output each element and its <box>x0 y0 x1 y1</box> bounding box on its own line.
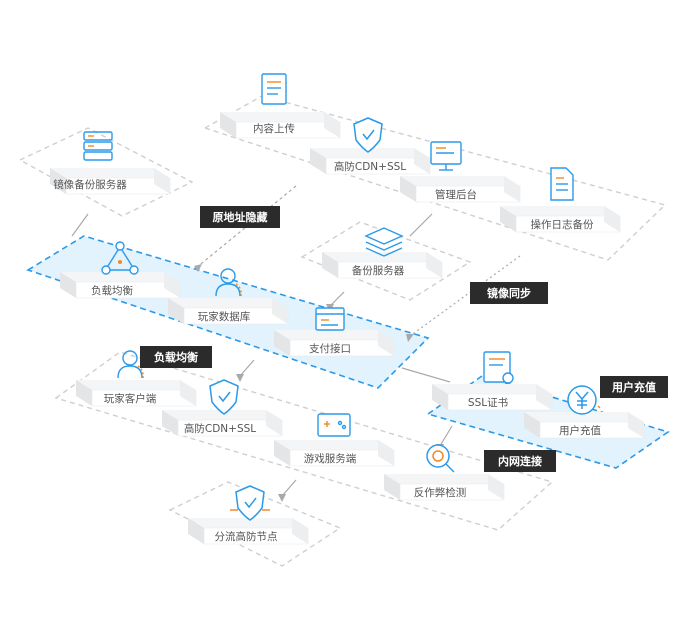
node-label: 管理后台 <box>435 188 477 201</box>
certificate-icon <box>483 351 514 384</box>
node-content-upload: 内容上传 <box>219 73 341 139</box>
node-label: 反作弊检测 <box>414 486 467 499</box>
node-ddos-cdn-ssl-mid: 高防CDN+SSL <box>161 379 283 437</box>
node-label: 备份服务器 <box>352 264 405 277</box>
conn-admin-to-backup <box>409 213 433 237</box>
conn-core-to-recharge <box>401 367 451 383</box>
user-icon <box>215 268 242 297</box>
node-label: 操作日志备份 <box>531 218 594 231</box>
node-backup-server: 备份服务器 <box>321 227 443 279</box>
node-ddos-cdn-ssl-top: 高防CDN+SSL <box>309 117 431 175</box>
shield-check-icon <box>353 117 383 153</box>
conn-recharge-to-anticheat <box>439 425 453 447</box>
node-label: 高防CDN+SSL <box>334 160 406 173</box>
tag-label: 内网连接 <box>498 454 542 468</box>
tag-label: 原地址隐藏 <box>213 210 268 224</box>
node-label: 游戏服务端 <box>304 452 357 465</box>
document-icon <box>261 73 287 105</box>
node-label: SSL证书 <box>468 397 508 409</box>
node-label: 玩家客户端 <box>104 392 157 405</box>
node-load-balance: 负载均衡 <box>59 241 181 299</box>
node-label: 镜像备份服务器 <box>53 178 127 191</box>
tag-origin-hidden: 原地址隐藏 <box>200 206 280 228</box>
group-backup <box>300 221 472 301</box>
tag-label: 镜像同步 <box>487 286 531 300</box>
node-ssl-cert: SSL证书 <box>431 351 553 411</box>
node-mirror-backup-server: 镜像备份服务器 <box>49 131 171 195</box>
node-admin-backend: 管理后台 <box>399 141 521 203</box>
layers-icon <box>364 227 404 257</box>
tag-label: 负载均衡 <box>154 350 198 364</box>
conn-mirror-to-core <box>71 213 89 237</box>
tag-intranet: 内网连接 <box>484 450 556 472</box>
node-label: 支付接口 <box>309 342 351 355</box>
node-label: 内容上传 <box>253 122 295 135</box>
conn-core-to-frontend <box>239 359 255 377</box>
conn-backup-to-core <box>329 291 345 307</box>
tag-load-balance: 负载均衡 <box>140 346 212 368</box>
group-outlines <box>18 95 667 567</box>
group-top-services <box>203 95 667 261</box>
node-label: 高防CDN+SSL <box>184 422 256 435</box>
node-split-ddos: 分流高防节点 <box>187 485 309 545</box>
window-icon <box>315 307 345 331</box>
node-label: 玩家数据库 <box>198 310 251 323</box>
node-anti-cheat: 反作弊检测 <box>383 444 505 501</box>
tag-recharge: 用户充值 <box>600 376 668 398</box>
node-label: 用户充值 <box>559 424 601 437</box>
gamepad-icon <box>317 413 351 437</box>
shield-check-icon <box>230 485 270 521</box>
magnifier-icon <box>426 444 455 473</box>
group-mirror-backup <box>18 127 194 217</box>
monitor-icon <box>430 141 462 171</box>
shield-check-icon <box>209 379 239 415</box>
conn-frontend-to-split <box>281 479 297 497</box>
node-player-client: 玩家客户端 <box>75 350 197 407</box>
node-user-recharge: 用户充值 <box>523 385 645 439</box>
server-icon <box>83 131 113 161</box>
node-op-log-backup: 操作日志备份 <box>499 167 621 233</box>
node-payment-api: 支付接口 <box>273 307 395 357</box>
user-icon <box>117 350 144 379</box>
node-label: 负载均衡 <box>91 284 133 297</box>
node-player-database: 玩家数据库 <box>167 268 289 325</box>
node-label: 分流高防节点 <box>215 530 278 543</box>
network-share-icon <box>101 241 139 275</box>
file-icon <box>550 167 574 201</box>
node-game-server: 游戏服务端 <box>273 413 395 467</box>
yen-coin-icon <box>567 385 601 415</box>
tag-mirror-sync: 镜像同步 <box>470 282 548 304</box>
tag-label: 用户充值 <box>612 380 656 394</box>
